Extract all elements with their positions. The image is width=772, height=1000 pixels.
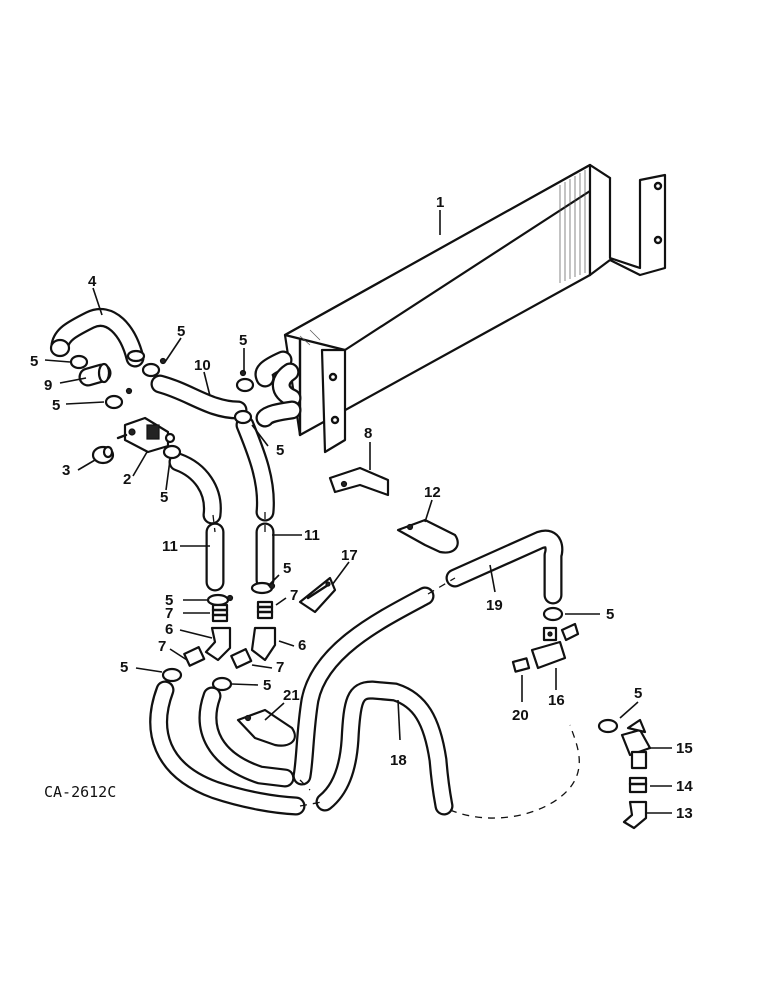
callout-5: 5	[239, 332, 247, 349]
callout-5: 5	[606, 606, 614, 623]
fitting-14-part	[628, 776, 648, 794]
hose-19-part	[292, 529, 564, 786]
callout-11: 11	[162, 538, 178, 555]
short-connector-part	[78, 362, 112, 387]
callout-3: 3	[62, 462, 70, 479]
control-valve-part	[116, 416, 176, 454]
callout-7: 7	[165, 605, 173, 622]
clip-17-part	[298, 576, 337, 614]
callout-7: 7	[276, 659, 284, 676]
heater-core-part	[283, 163, 667, 454]
hose-18-part	[315, 680, 454, 816]
callout-9: 9	[44, 377, 52, 394]
callout-21: 21	[283, 687, 300, 704]
bracket-8-part	[328, 466, 390, 497]
drain-cock-16-part	[530, 622, 580, 670]
leader-lines	[44, 210, 672, 814]
callout-17: 17	[341, 547, 358, 564]
elbow-hose-part	[49, 308, 146, 368]
hose-11-left-part	[168, 452, 225, 592]
connection-dashed-line	[449, 724, 580, 819]
callout-4: 4	[88, 273, 97, 290]
callout-1: 1	[436, 194, 444, 211]
callout-11: 11	[304, 527, 320, 544]
callout-labels: 1 4 5 5 5 9 10 5 5 3 2 5 8 12 11 11 17 5…	[30, 194, 693, 822]
hose-clamps	[69, 354, 619, 734]
callout-14: 14	[676, 778, 693, 795]
hose-10-part	[150, 374, 248, 420]
callout-5: 5	[177, 323, 185, 340]
callout-5: 5	[160, 489, 168, 506]
core-outlet-pipes	[254, 350, 302, 428]
callout-8: 8	[364, 425, 372, 442]
clip-12-part	[396, 518, 459, 554]
lower-hose-left	[149, 680, 306, 816]
callout-5: 5	[30, 353, 38, 370]
callout-5: 5	[283, 560, 291, 577]
fitting-20-part	[511, 657, 531, 673]
elbow-13-part	[622, 800, 648, 830]
callout-13: 13	[676, 805, 693, 822]
callout-5: 5	[276, 442, 284, 459]
callout-5: 5	[120, 659, 128, 676]
figure-code: CA-2612C	[44, 783, 116, 801]
callout-5: 5	[52, 397, 60, 414]
callout-6: 6	[165, 621, 173, 638]
clip-21-part	[236, 708, 296, 747]
cap-part	[91, 445, 115, 465]
drain-valve-15-part	[620, 718, 652, 770]
callout-16: 16	[548, 692, 565, 709]
callout-6: 6	[298, 637, 306, 654]
callout-5: 5	[263, 677, 271, 694]
callout-20: 20	[512, 707, 529, 724]
callout-2: 2	[123, 471, 131, 488]
callout-5: 5	[634, 685, 642, 702]
callout-5: 5	[165, 592, 173, 609]
callout-7: 7	[158, 638, 166, 655]
callout-10: 10	[194, 357, 211, 374]
callout-19: 19	[486, 597, 503, 614]
callout-15: 15	[676, 740, 693, 757]
hose-11-right-part	[235, 415, 275, 590]
connection-dashed-line-2	[299, 779, 323, 807]
callout-12: 12	[424, 484, 441, 501]
callout-18: 18	[390, 752, 407, 769]
callout-7: 7	[290, 587, 298, 604]
